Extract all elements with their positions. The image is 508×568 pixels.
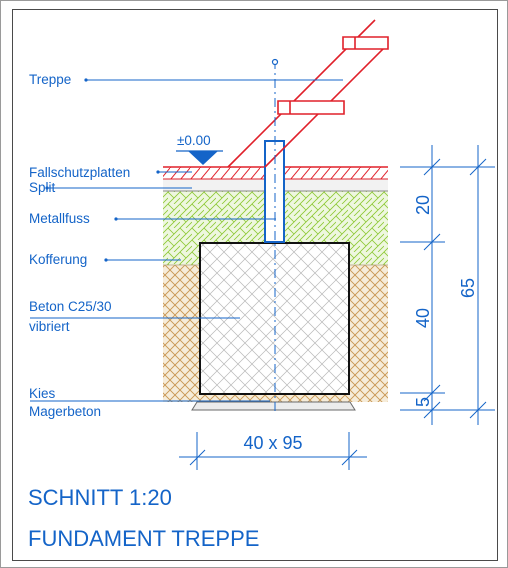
level-marker xyxy=(188,151,218,165)
label-treppe: Treppe xyxy=(29,72,71,87)
label-magerbeton: Magerbeton xyxy=(29,404,101,419)
dim-40: 40 xyxy=(413,308,433,328)
label-metallfuss: Metallfuss xyxy=(29,211,90,226)
dim-5: 5 xyxy=(413,397,433,407)
label-beton: Beton C25/30 xyxy=(29,299,112,314)
vertical-dimensions xyxy=(400,145,495,425)
label-kofferung: Kofferung xyxy=(29,252,87,267)
drawing-border xyxy=(12,9,498,561)
title-subject: FUNDAMENT TREPPE xyxy=(28,526,259,551)
leader-lines xyxy=(30,79,343,402)
label-vibriert: vibriert xyxy=(29,319,70,334)
dim-20: 20 xyxy=(413,195,433,215)
label-kies: Kies xyxy=(29,386,56,401)
label-fallschutzplatten: Fallschutzplatten xyxy=(29,165,130,180)
horizontal-dimension xyxy=(179,432,367,470)
dim-65: 65 xyxy=(458,278,478,298)
stair xyxy=(227,19,389,168)
label-split: Split xyxy=(29,180,56,195)
label-level: ±0.00 xyxy=(177,133,211,148)
title-section: SCHNITT 1:20 xyxy=(28,485,172,510)
magerbeton-layer xyxy=(191,401,356,411)
dim-width: 40 x 95 xyxy=(243,433,302,453)
